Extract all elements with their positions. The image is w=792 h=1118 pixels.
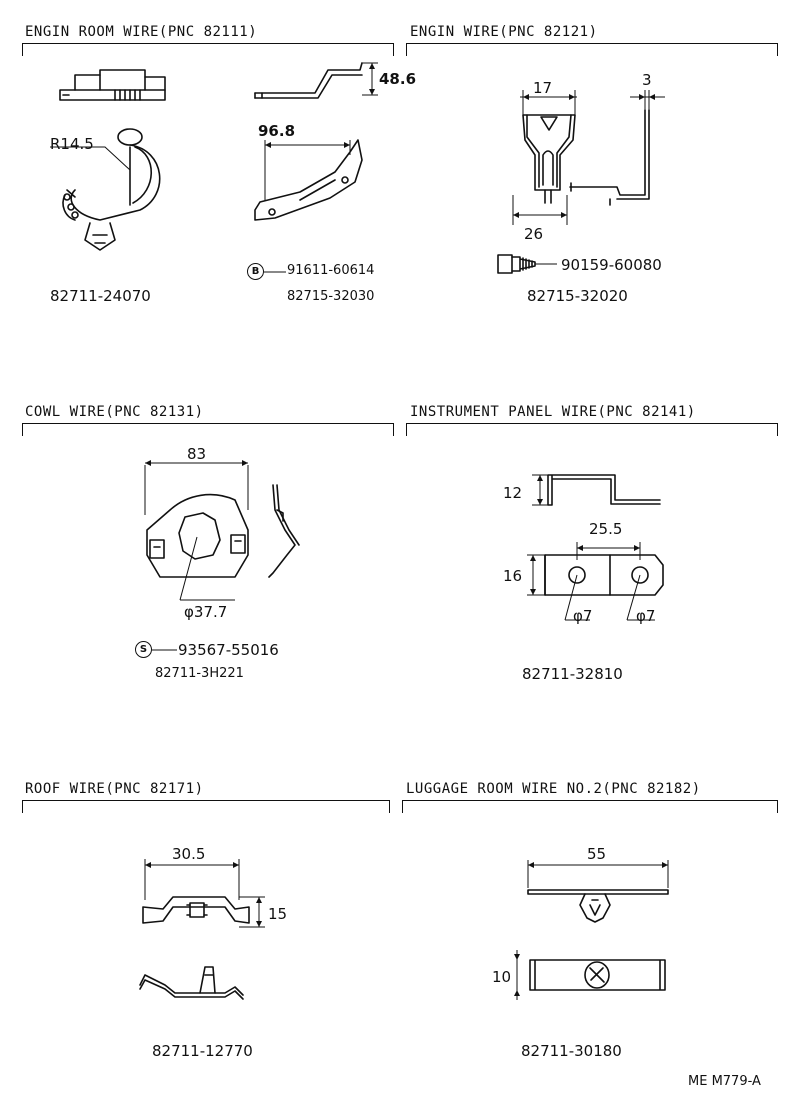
ip-height-dimension: 12 [503, 484, 523, 502]
screw-symbol-s: S [135, 641, 152, 658]
ip-hole-left-dimension: φ7 [573, 607, 593, 625]
cowl-screw-part-number: 93567-55016 [178, 641, 279, 659]
roof-width-dimension: 15 [268, 905, 288, 923]
section-title-roof-wire: ROOF WIRE(PNC 82171) [25, 781, 204, 797]
cowl-clamp-drawing [144, 460, 300, 601]
screw-drawing [497, 254, 557, 274]
ip-hole-right-dimension: φ7 [636, 607, 656, 625]
section-title-engin-wire: ENGIN WIRE(PNC 82121) [410, 24, 598, 40]
cowl-hole-dimension: φ37.7 [184, 603, 228, 621]
section-title-instrument-panel-wire: INSTRUMENT PANEL WIRE(PNC 82141) [410, 404, 696, 420]
luggage-width-dimension: 10 [492, 968, 512, 986]
part-number-clamp-24070: 82711-24070 [50, 287, 151, 305]
roof-clamp-drawing [139, 859, 265, 1000]
bracket-32020-drawing [512, 90, 665, 225]
bracket-length-dimension: 96.8 [258, 122, 296, 140]
bracket-bottom-width-dimension: 26 [524, 225, 544, 243]
part-number-ip-32810: 82711-32810 [522, 665, 623, 683]
section-bracket-cowl-wire [22, 423, 394, 436]
wire-clamp-drawing [50, 128, 161, 251]
bolt-symbol-b: B [247, 263, 264, 280]
section-bracket-roof-wire [22, 800, 390, 813]
section-title-cowl-wire: COWL WIRE(PNC 82131) [25, 404, 204, 420]
ip-pitch-dimension: 25.5 [589, 520, 623, 538]
roof-length-dimension: 30.5 [172, 845, 206, 863]
part-number-roof-12770: 82711-12770 [152, 1042, 253, 1060]
bracket-height-dimension: 48.6 [379, 70, 417, 88]
ip-clamp-side-drawing [532, 474, 661, 506]
luggage-clamp-drawing [514, 860, 669, 1000]
bolt-part-number: 91611-60614 [287, 263, 375, 278]
section-bracket-luggage-room-wire [402, 800, 778, 813]
part-number-cowl-3h221: 82711-3H221 [155, 666, 244, 681]
drawing-code: ME M779-A [688, 1074, 761, 1089]
bracket-side-view-drawing [254, 62, 378, 99]
part-number-bracket-32020: 82715-32020 [527, 287, 628, 305]
screw-part-number: 90159-60080 [561, 256, 662, 274]
bracket-thickness-dimension: 3 [642, 71, 652, 89]
part-number-bracket-32030: 82715-32030 [287, 289, 375, 304]
ip-clamp-top-drawing [527, 542, 664, 621]
luggage-length-dimension: 55 [587, 845, 607, 863]
cowl-width-dimension: 83 [187, 445, 207, 463]
section-title-luggage-room-wire: LUGGAGE ROOM WIRE NO.2(PNC 82182) [406, 781, 701, 797]
leader-line [152, 649, 177, 651]
part-number-luggage-30180: 82711-30180 [521, 1042, 622, 1060]
section-bracket-engin-wire [406, 43, 778, 56]
clamp-radius-dimension: R14.5 [50, 135, 94, 153]
section-title-engin-room-wire: ENGIN ROOM WIRE(PNC 82111) [25, 24, 258, 40]
bracket-main-view-drawing [254, 139, 363, 221]
bracket-top-width-dimension: 17 [533, 79, 553, 97]
section-bracket-engin-room-wire [22, 43, 394, 56]
connector-clip-drawing [59, 69, 166, 101]
section-bracket-instrument-panel-wire [406, 423, 778, 436]
leader-line [264, 271, 286, 273]
ip-width-dimension: 16 [503, 567, 523, 585]
